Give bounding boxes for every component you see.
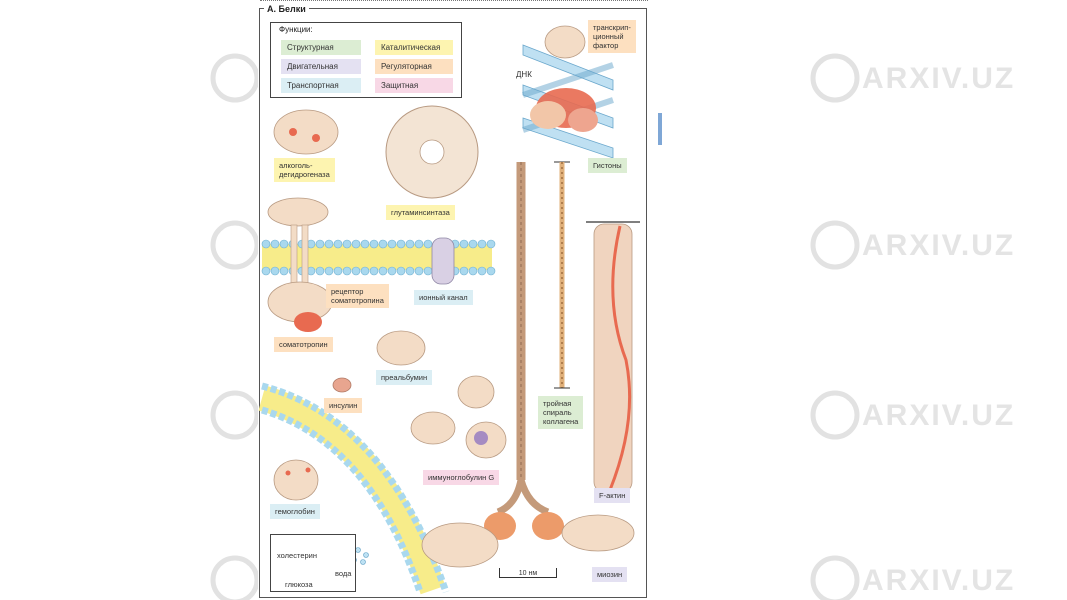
prealbumin-shape [376, 330, 426, 366]
label-igg: иммуноглобулин G [423, 470, 500, 485]
functions-title: Функции: [279, 25, 313, 34]
label-somatotropin: соматотропин [274, 337, 333, 352]
myosin-fibers [421, 162, 635, 568]
function-regulatory: Регуляторная [375, 59, 453, 74]
scale-bar-label: 10 нм [518, 570, 538, 577]
label-myosin: миозин [592, 567, 628, 582]
watermark-text: ARXIV.UZ [862, 62, 1016, 95]
glutamine-synthetase-shape [385, 105, 479, 199]
function-motor: Двигательная [281, 59, 361, 74]
legend-water: вода [335, 569, 352, 578]
histone-complex [530, 88, 598, 132]
watermark-text: ARXIV.UZ [862, 564, 1016, 597]
label-receptor: рецептор соматотропина [326, 284, 389, 308]
legend-cholesterol: холестерин [277, 551, 317, 560]
function-transport: Транспортная [281, 78, 361, 93]
label-histones: Гистоны [588, 158, 627, 173]
f-actin-filament [586, 221, 640, 493]
molecule-legend: холестерин вода глюкоза [270, 534, 356, 592]
label-prealbumin: преальбумин [376, 370, 433, 385]
accent-bar [658, 113, 662, 145]
diagram-frame [259, 8, 647, 598]
functions-legend: Функции: Структурная Каталитическая Двиг… [270, 22, 462, 98]
label-f-actin: F-актин [594, 488, 631, 503]
watermark-text: ARXIV.UZ [862, 229, 1016, 262]
igg-shape [410, 375, 507, 459]
ion-channel-shape [431, 237, 455, 285]
hemoglobin-shape [273, 459, 319, 501]
label-glutamine-synthetase: глутаминсинтаза [386, 205, 455, 220]
adh-shape [273, 109, 339, 155]
label-collagen: тройная спираль коллагена [538, 396, 584, 429]
label-dna: ДНК [516, 70, 532, 79]
function-catalytic: Каталитическая [375, 40, 453, 55]
function-structural: Структурная [281, 40, 361, 55]
scale-bar [499, 568, 557, 578]
label-transcription-factor: транскрип- ционный фактор [588, 20, 636, 53]
section-title: А. Белки [264, 4, 309, 14]
watermark-text: ARXIV.UZ [862, 399, 1016, 432]
label-insulin: инсулин [324, 398, 363, 413]
insulin-shape [332, 377, 352, 393]
header-rule [260, 0, 648, 3]
collagen-helix [554, 161, 570, 389]
function-protective: Защитная [375, 78, 453, 93]
protein-illustrations [258, 25, 640, 595]
label-adh: алкоголь- дегидрогеназа [274, 158, 335, 182]
transcription-factor-shape [544, 25, 586, 59]
legend-glucose: глюкоза [285, 580, 313, 589]
label-hemoglobin: гемоглобин [270, 504, 320, 519]
diagram-page: А. Белки Функции: Структурная Каталитиче… [258, 0, 650, 600]
membrane-heads-bottom [261, 266, 496, 276]
curved-membrane [258, 382, 450, 595]
label-ion-channel: ионный канал [414, 290, 473, 305]
